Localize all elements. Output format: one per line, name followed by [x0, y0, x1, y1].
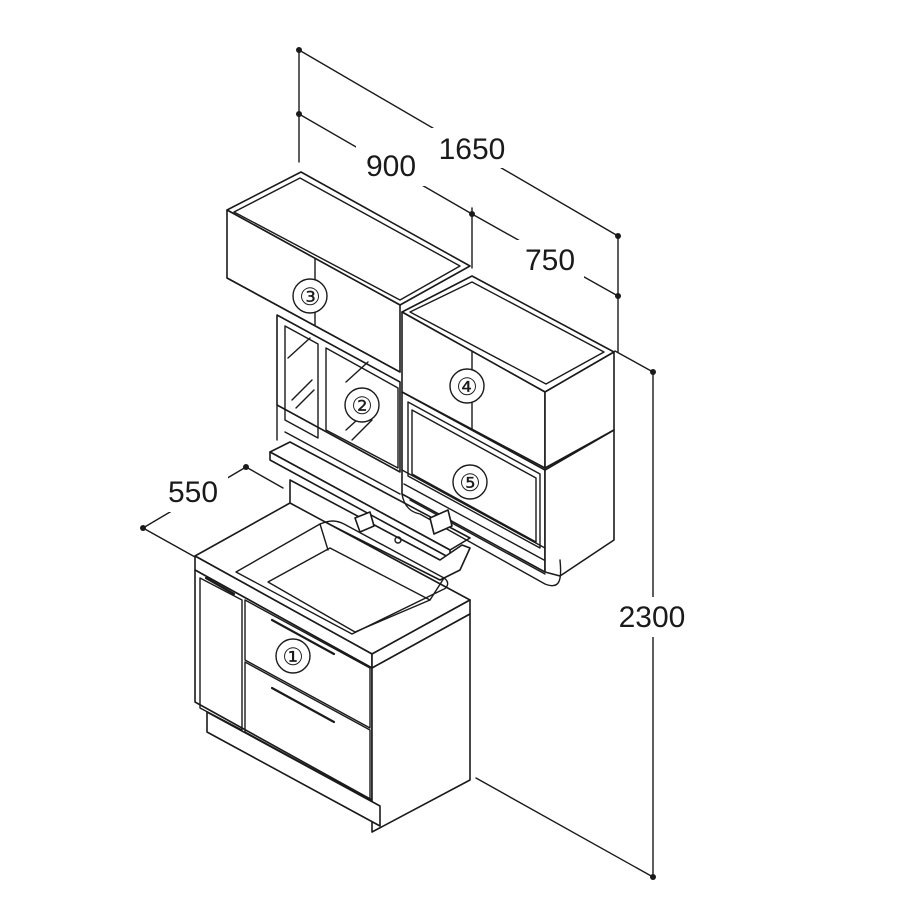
callout-upper-cabinet-left: ③: [292, 278, 328, 314]
dimension-depth: 550: [168, 476, 218, 509]
callout-side-unit: ⑤: [452, 464, 488, 500]
callout-upper-cabinet-right-label: ④: [456, 374, 478, 401]
callout-vanity-label: ①: [282, 644, 304, 671]
dimension-height: 2300: [619, 601, 686, 634]
vanity-cabinet: [194, 479, 471, 833]
callout-side-unit-label: ⑤: [459, 470, 481, 497]
callout-mirror: ②: [344, 387, 380, 423]
dimension-labels: 1650 900 750 550 2300: [158, 128, 696, 637]
callout-upper-cabinet-right: ④: [449, 368, 485, 404]
mirror-shelf: [269, 441, 471, 559]
dimension-total-width: 1650: [439, 133, 506, 166]
callout-upper-cabinet-left-label: ③: [299, 284, 321, 311]
callouts: ① ② ③ ④ ⑤: [275, 278, 488, 674]
dimension-right-width: 750: [525, 244, 575, 277]
callout-vanity: ①: [275, 638, 311, 674]
callout-mirror-label: ②: [351, 393, 373, 420]
dimension-left-width: 900: [366, 150, 416, 183]
